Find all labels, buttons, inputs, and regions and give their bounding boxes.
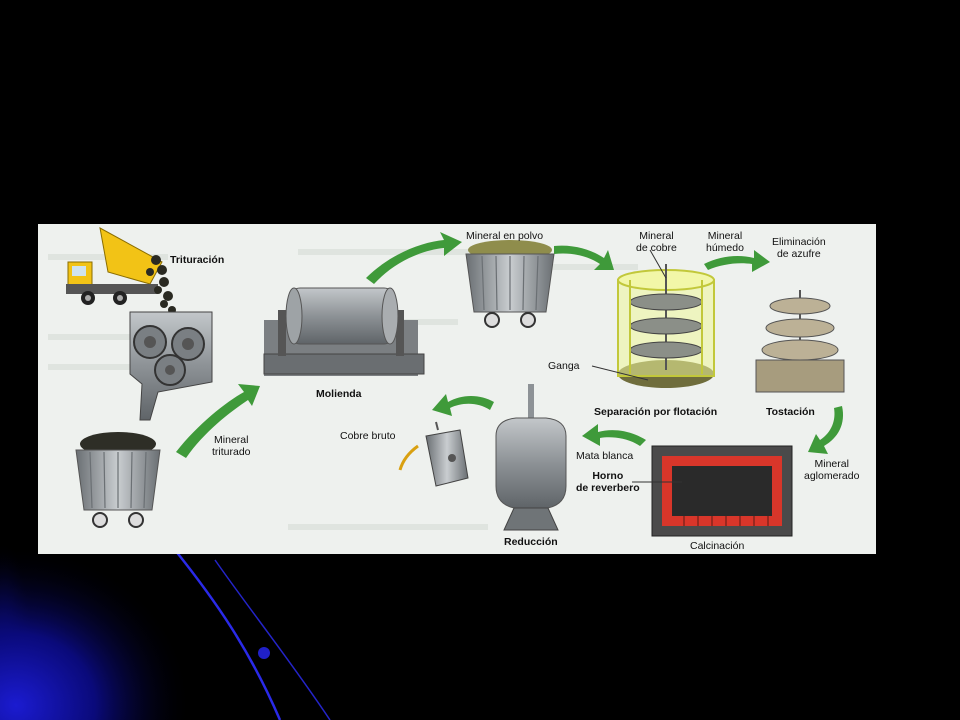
label-mineral-aglomerado-line1: Mineral: [814, 458, 849, 470]
ore-cart-powder: [465, 240, 555, 328]
arrow-mill-to-powder: [366, 232, 462, 284]
label-mata-blanca: Mata blanca: [576, 450, 634, 462]
crusher-icon: [129, 311, 213, 421]
label-eliminacion-azufre: Eliminación de azufre: [772, 236, 826, 260]
label-mineral-aglomerado-line2: aglomerado: [804, 470, 860, 483]
ball-mill-icon: [263, 287, 425, 376]
label-mineral-triturado: Mineral triturado: [212, 434, 251, 458]
arrow-roast-to-furnace: [808, 406, 844, 454]
label-reduccion: Reducción: [504, 536, 558, 548]
ladle-icon: [398, 421, 469, 487]
label-mineral-aglomerado: Mineral aglomerado: [804, 458, 859, 482]
label-mineral-humedo: Mineral húmedo: [706, 230, 744, 254]
arrow-converter-to-ladle: [432, 394, 494, 416]
arrow-crushed-to-mill: [176, 384, 260, 458]
label-horno-line2: de reverbero: [576, 482, 640, 495]
arrow-flotation-to-roast: [704, 250, 770, 272]
falling-ore: [146, 255, 176, 314]
label-mineral-de-cobre: Mineral de cobre: [636, 230, 677, 254]
arrow-powder-to-flotation: [554, 245, 614, 270]
label-mineral-triturado-line1: Mineral: [214, 434, 249, 446]
arrow-furnace-to-converter: [582, 424, 646, 446]
label-mineral-humedo-line1: Mineral: [707, 230, 743, 242]
label-mineral-triturado-line2: triturado: [212, 446, 251, 459]
ore-cart-crushed: [75, 432, 161, 528]
process-arrows: [176, 232, 844, 458]
label-horno-line1: Horno: [592, 470, 624, 482]
flotation-tank-icon: [591, 249, 715, 388]
converter-icon: [495, 384, 567, 531]
label-eliminacion-line1: Eliminación: [772, 236, 826, 248]
diagram-graphics: [48, 227, 845, 537]
label-calcinacion: Calcinación: [690, 540, 745, 552]
blue-dot: [258, 647, 270, 659]
label-mineral-de-cobre-line2: de cobre: [636, 242, 677, 255]
label-molienda: Molienda: [316, 388, 362, 400]
label-mineral-en-polvo: Mineral en polvo: [466, 230, 544, 242]
label-ganga: Ganga: [548, 360, 580, 372]
label-horno-reverbero: Horno de reverbero: [576, 470, 640, 494]
label-separacion: Separación por flotación: [594, 406, 718, 418]
label-trituracion: Trituración: [170, 254, 225, 266]
label-eliminacion-line2: de azufre: [776, 248, 821, 261]
roasting-icon: [755, 290, 845, 393]
reverberatory-furnace-icon: [632, 445, 793, 537]
blue-arc-line: [214, 559, 331, 720]
dump-truck-icon: [66, 227, 163, 305]
label-mineral-humedo-line2: húmedo: [706, 242, 744, 255]
copper-process-diagram: Trituración Mineral triturado Molienda M…: [38, 224, 876, 554]
blue-arc-line: [174, 549, 282, 720]
label-tostacion: Tostación: [766, 406, 815, 418]
label-mineral-de-cobre-line1: Mineral: [639, 230, 674, 242]
label-cobre-bruto: Cobre bruto: [340, 430, 396, 442]
